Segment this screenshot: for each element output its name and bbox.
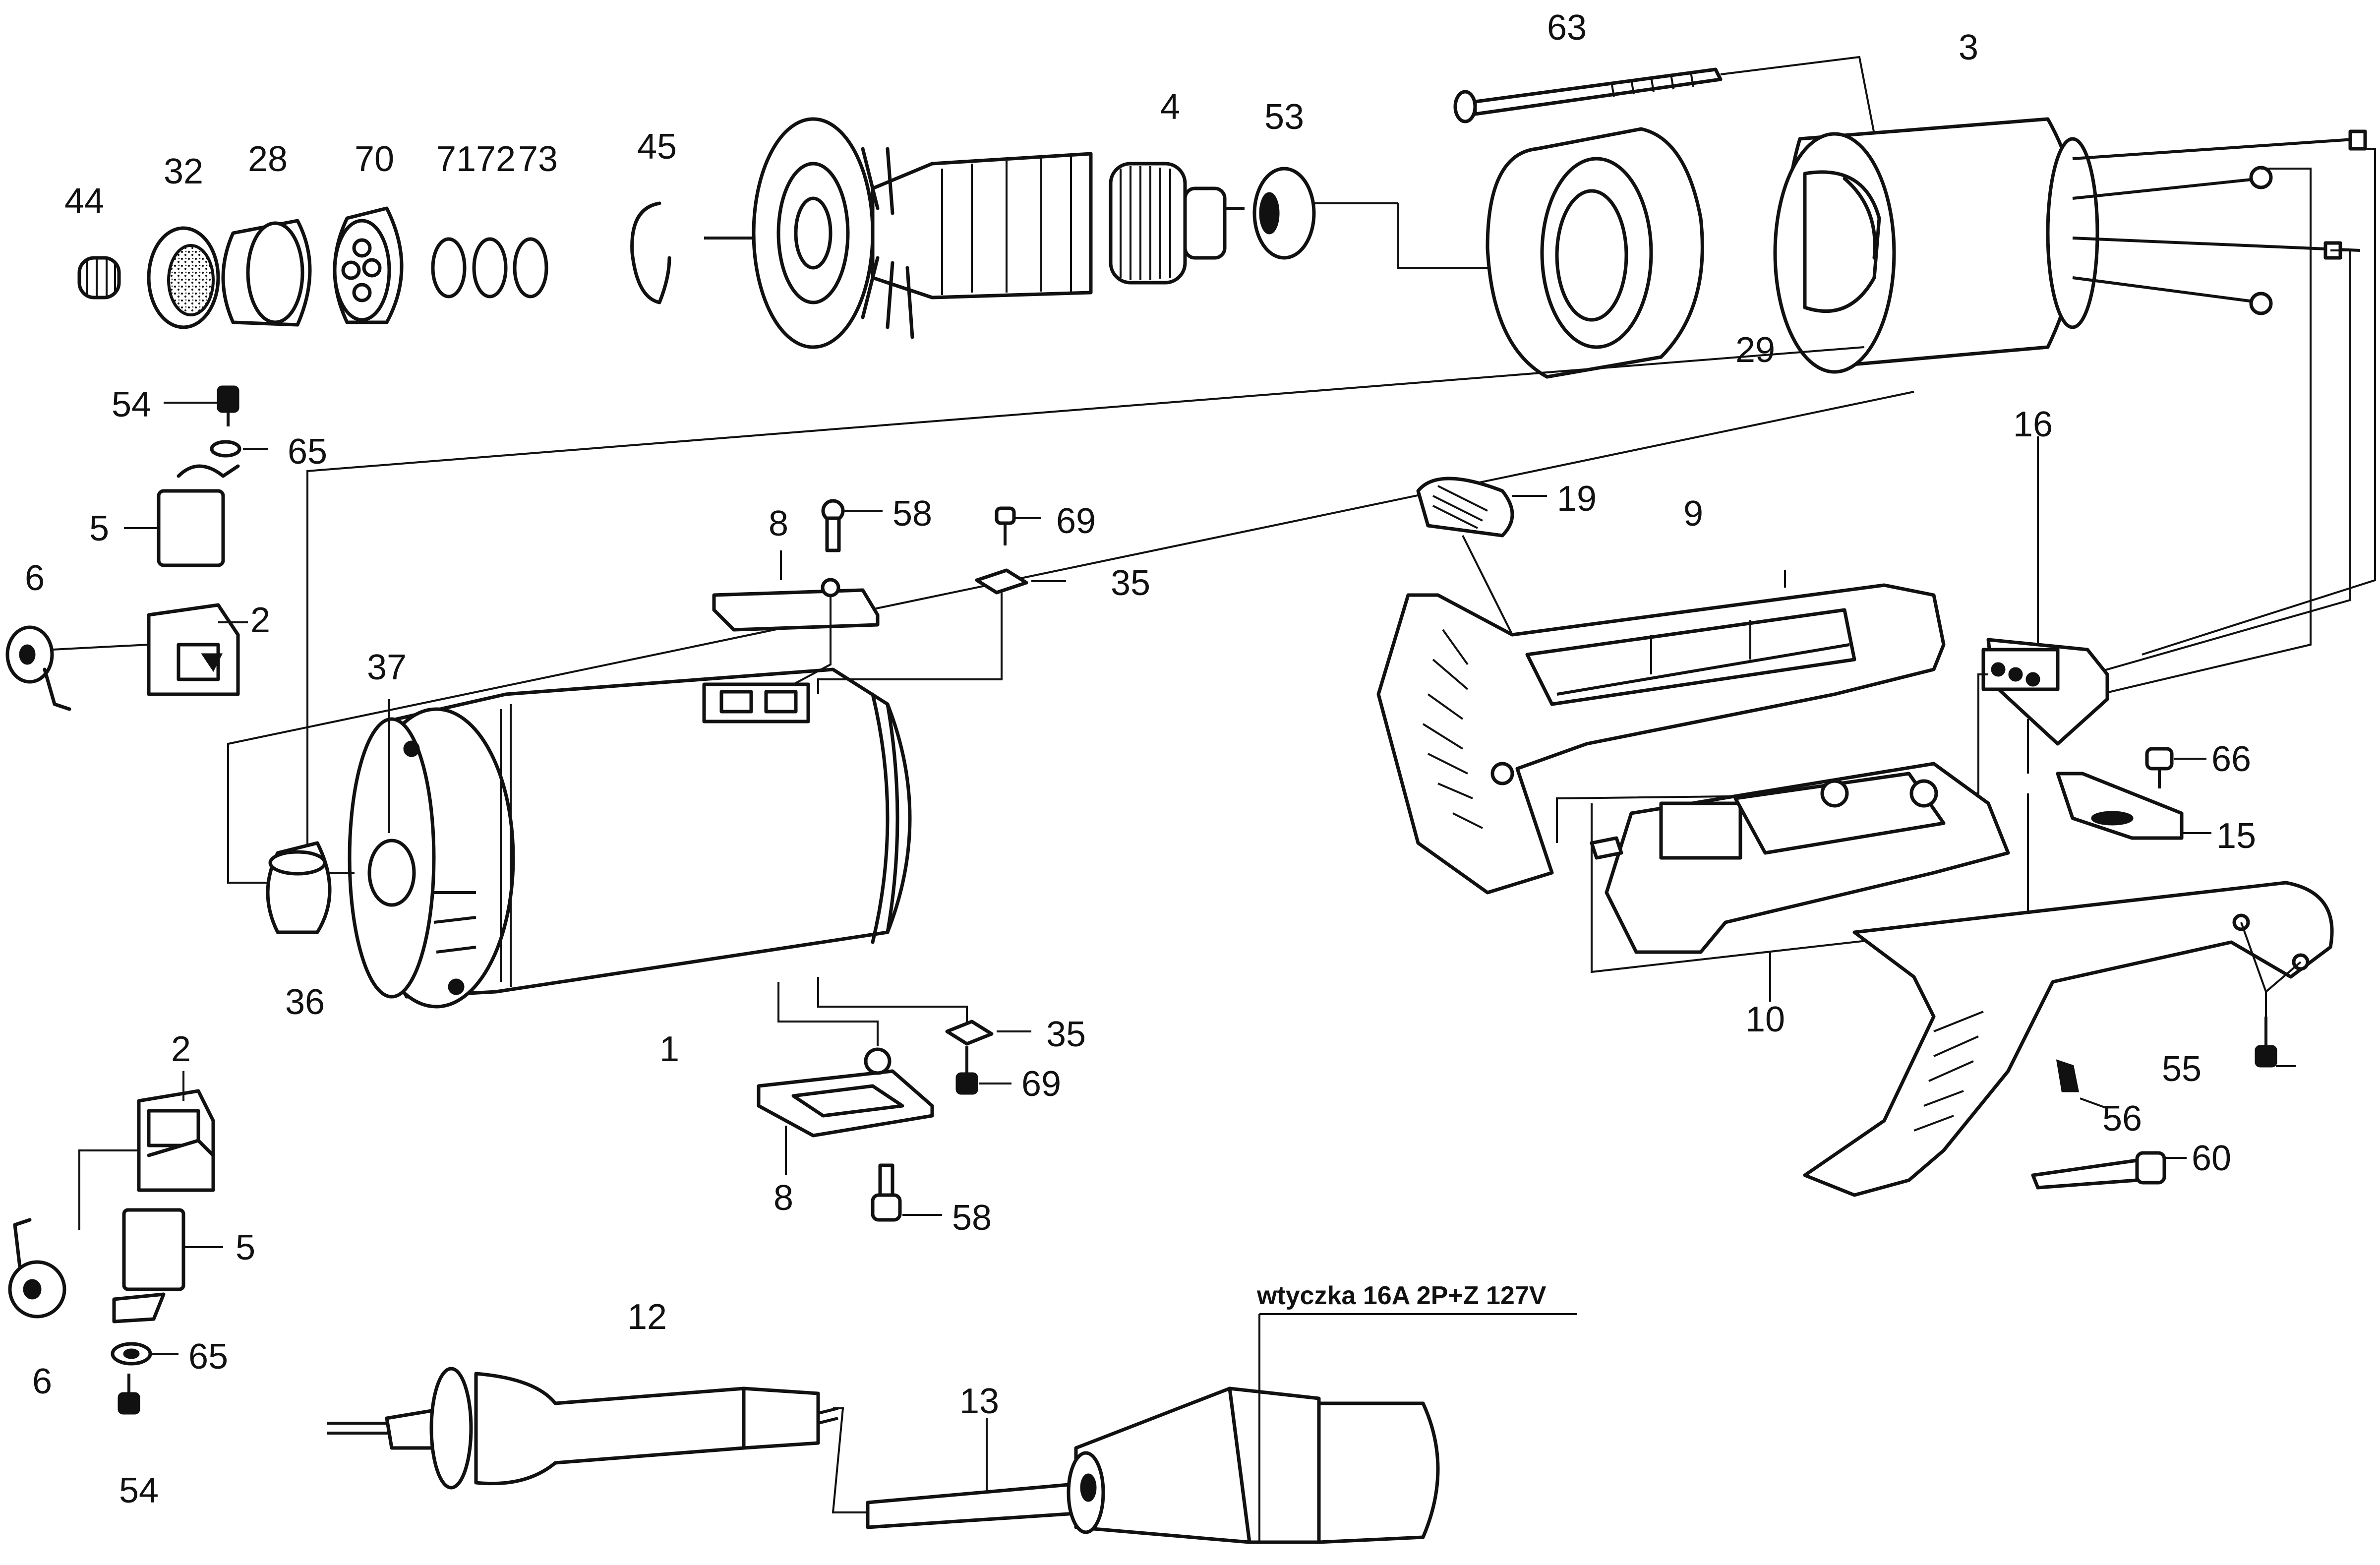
label-28: 28 bbox=[248, 139, 288, 179]
label-2-bottom: 2 bbox=[171, 1029, 191, 1069]
part-16-terminal-block bbox=[1981, 638, 2109, 746]
label-35-bottom: 35 bbox=[1046, 1015, 1086, 1054]
part-60-screw bbox=[2031, 1151, 2166, 1190]
part-13-cable bbox=[866, 1481, 1093, 1529]
label-73: 73 bbox=[518, 139, 558, 179]
part-5-spring-bottom bbox=[112, 1292, 166, 1324]
label-37: 37 bbox=[367, 648, 407, 687]
label-16: 16 bbox=[2013, 405, 2053, 444]
part-8-plate-bottom bbox=[757, 1047, 934, 1138]
part-12-cable-sleeve bbox=[327, 1367, 838, 1490]
label-36: 36 bbox=[285, 982, 325, 1022]
part-36-bushing bbox=[266, 841, 332, 934]
part-53-bearing bbox=[1252, 167, 1316, 260]
part-58-screw-top bbox=[821, 499, 845, 552]
label-6-top: 6 bbox=[25, 558, 45, 598]
label-15: 15 bbox=[2216, 816, 2256, 856]
part-63-screw bbox=[1453, 67, 1723, 123]
part-69-screw-top bbox=[995, 506, 1016, 545]
label-60: 60 bbox=[2192, 1139, 2231, 1178]
label-63: 63 bbox=[1547, 8, 1587, 48]
label-71: 71 bbox=[436, 139, 476, 179]
part-73-ring bbox=[513, 237, 548, 299]
part-35-washer-top bbox=[975, 568, 1028, 595]
plug-16a bbox=[1067, 1386, 1440, 1544]
label-45: 45 bbox=[637, 127, 677, 167]
part-4-armature bbox=[704, 117, 1245, 349]
part-19-switch-button bbox=[1416, 477, 1514, 538]
part-71-ring bbox=[431, 237, 467, 299]
label-72: 72 bbox=[476, 139, 516, 179]
label-54-bottom: 54 bbox=[119, 1471, 159, 1510]
label-54-top: 54 bbox=[112, 385, 151, 424]
label-1: 1 bbox=[659, 1029, 679, 1069]
part-54-screw-bottom bbox=[118, 1374, 140, 1415]
label-70: 70 bbox=[355, 139, 394, 179]
part-2-holder-bottom bbox=[137, 1089, 215, 1192]
label-3: 3 bbox=[1959, 28, 1978, 67]
part-58-screw-bottom bbox=[871, 1163, 902, 1222]
label-19: 19 bbox=[1557, 479, 1597, 519]
label-58-bottom: 58 bbox=[952, 1198, 992, 1238]
part-29-ring bbox=[1486, 127, 1704, 379]
label-65-top: 65 bbox=[288, 432, 327, 472]
label-44: 44 bbox=[64, 181, 104, 221]
part-6-clip-top bbox=[5, 625, 71, 711]
part-8-plate-top bbox=[712, 578, 880, 632]
label-56: 56 bbox=[2102, 1099, 2142, 1139]
part-15-cable-clamp bbox=[2056, 772, 2184, 840]
label-5-bottom: 5 bbox=[236, 1228, 255, 1267]
part-54-screw-top bbox=[217, 385, 239, 426]
part-72-ring bbox=[472, 237, 508, 299]
label-10: 10 bbox=[1745, 1000, 1785, 1039]
label-65-bottom: 65 bbox=[188, 1337, 228, 1377]
part-69-screw-bottom bbox=[955, 1046, 978, 1095]
part-35-washer-bottom bbox=[945, 1020, 994, 1046]
part-5-brush-bottom bbox=[122, 1208, 185, 1291]
part-28-sleeve bbox=[221, 219, 312, 327]
part-32-bushing bbox=[147, 226, 220, 329]
label-9: 9 bbox=[1683, 494, 1703, 534]
part-2-holder-top bbox=[147, 603, 240, 696]
part-44-spring bbox=[77, 256, 121, 300]
plug-label: wtyczka 16A 2P+Z 127V bbox=[1256, 1281, 1547, 1310]
part-70-ball-bearing bbox=[333, 206, 404, 324]
label-13: 13 bbox=[959, 1382, 999, 1421]
label-29: 29 bbox=[1735, 330, 1775, 370]
part-65-washer-top bbox=[210, 440, 241, 458]
label-4: 4 bbox=[1160, 87, 1180, 127]
label-8-bottom: 8 bbox=[774, 1178, 793, 1218]
label-2-top: 2 bbox=[250, 601, 270, 640]
label-8-top: 8 bbox=[769, 504, 788, 543]
label-58-top: 58 bbox=[892, 494, 932, 534]
label-55: 55 bbox=[2162, 1049, 2202, 1089]
part-66-screw bbox=[2145, 747, 2174, 788]
part-9-handle-half bbox=[1376, 583, 1946, 895]
part-56-screw bbox=[2056, 1059, 2080, 1092]
label-5-top: 5 bbox=[89, 509, 109, 548]
label-12: 12 bbox=[627, 1297, 667, 1337]
part-5-brush-top bbox=[157, 464, 240, 567]
part-55-screw bbox=[2255, 1017, 2277, 1068]
label-66: 66 bbox=[2211, 739, 2251, 779]
label-69-top: 69 bbox=[1056, 501, 1096, 541]
part-1-motor-housing bbox=[348, 667, 912, 1009]
label-69-bottom: 69 bbox=[1021, 1064, 1061, 1104]
label-53: 53 bbox=[1264, 97, 1304, 137]
label-32: 32 bbox=[164, 152, 203, 191]
part-45-circlip bbox=[630, 201, 671, 304]
label-6-bottom: 6 bbox=[32, 1362, 52, 1401]
label-35-top: 35 bbox=[1111, 563, 1150, 603]
part-handle-lower-half bbox=[1803, 881, 2334, 1197]
part-6-clip-bottom bbox=[8, 1218, 66, 1319]
part-3-stator bbox=[1773, 117, 2367, 374]
part-10-switch-module bbox=[1590, 762, 2010, 954]
